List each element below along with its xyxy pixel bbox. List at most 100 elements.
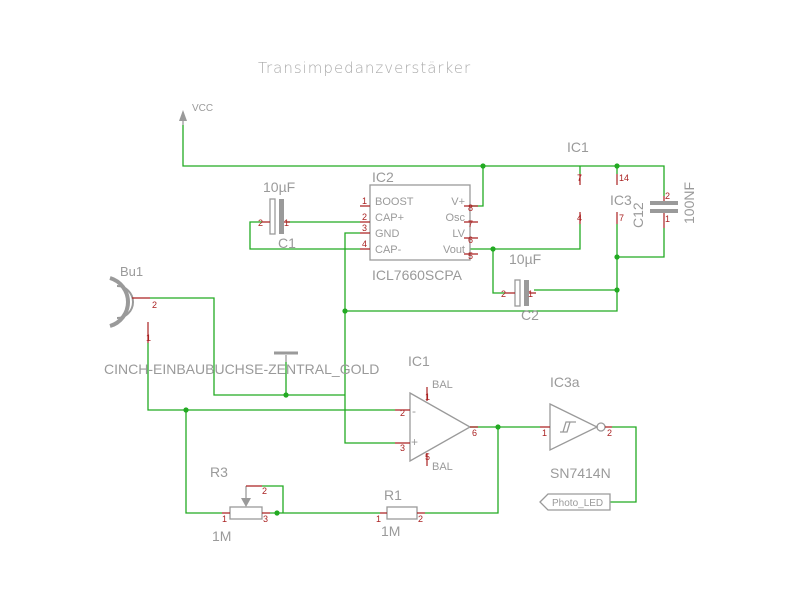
r3-pin-num: 3 bbox=[263, 514, 268, 524]
r3-body bbox=[229, 506, 263, 520]
ic1-power-pin-num: 7 bbox=[577, 173, 582, 183]
ic2-pin-name: CAP+ bbox=[375, 212, 404, 224]
opamp-ref: IC1 bbox=[408, 353, 430, 369]
junction bbox=[490, 246, 496, 252]
wire-schmitt-out bbox=[610, 426, 637, 503]
wire-feedback bbox=[425, 427, 499, 514]
wire-to-r3 bbox=[185, 410, 222, 514]
opamp-pin-num: 6 bbox=[472, 428, 477, 438]
capacitor-c12: 2 1 C12 100NF bbox=[630, 182, 697, 228]
ic2-pin-num: 5 bbox=[468, 251, 473, 261]
c12-pin-num: 1 bbox=[665, 214, 670, 224]
bu1-pin2-number: 2 bbox=[152, 300, 157, 310]
schematic-title: Transimpedanzverstärker bbox=[258, 59, 471, 77]
ic3-power-pin-num: 7 bbox=[619, 213, 624, 223]
c12-value: 100NF bbox=[681, 182, 697, 224]
vcc-label: VCC bbox=[192, 103, 213, 114]
c1-value: 10µF bbox=[263, 179, 295, 195]
ic3-power: 14 7 IC3 bbox=[610, 173, 632, 224]
r3-ref: R3 bbox=[210, 464, 228, 480]
wire-c12-gnd bbox=[617, 228, 665, 258]
c1-plate-open bbox=[269, 198, 276, 235]
vcc-supply: VCC bbox=[179, 103, 213, 125]
c2-plate-open bbox=[514, 279, 521, 307]
r1-pin-num: 2 bbox=[418, 514, 423, 524]
ic2-pin-num: 4 bbox=[362, 239, 367, 249]
ic2-pin-name: CAP- bbox=[375, 244, 402, 256]
capacitor-c1: 2 1 10µF C1 bbox=[258, 179, 296, 251]
opamp-ic1: - + 2 3 6 1 5 BAL BAL IC1 bbox=[395, 353, 478, 473]
junction bbox=[480, 163, 486, 169]
c2-plate-filled bbox=[524, 280, 529, 306]
ic2-pin-num: 3 bbox=[362, 223, 367, 233]
wire-ic2-gnd bbox=[344, 232, 395, 444]
ic2-pin-num: 2 bbox=[362, 212, 367, 222]
schmitt-ic3a: 1 2 IC3a SN7414N bbox=[540, 374, 612, 481]
schmitt-hysteresis-icon bbox=[560, 421, 576, 433]
ic2-pin-name: BOOST bbox=[375, 196, 414, 208]
ic2-value: ICL7660SCPA bbox=[372, 267, 463, 283]
c12-ref: C12 bbox=[630, 202, 646, 228]
opamp-pin-num: 2 bbox=[400, 408, 405, 418]
ic3-power-pin-num: 14 bbox=[619, 173, 629, 183]
c1-pin-num: 2 bbox=[258, 218, 263, 228]
c2-ref: C2 bbox=[521, 307, 539, 323]
connector-bu1: 2 1 Bu1 CINCH-EINBAUBUCHSE-ZENTRAL_GOLD bbox=[104, 264, 379, 377]
vcc-arrow-icon bbox=[179, 110, 187, 121]
ic1-power: 7 4 IC1 bbox=[567, 139, 589, 224]
c2-pin-num: 1 bbox=[528, 289, 533, 299]
wire-bu1-pin2 bbox=[150, 297, 345, 396]
schmitt-ref: IC3a bbox=[550, 374, 580, 390]
ic2-pin-num: 6 bbox=[468, 235, 473, 245]
wire-gnd-rail bbox=[345, 224, 618, 312]
ic2-pin-num: 8 bbox=[468, 203, 473, 213]
ic2-ref: IC2 bbox=[372, 169, 394, 185]
r1-ref: R1 bbox=[384, 487, 402, 503]
wire-vcc-to-ic2-vplus bbox=[470, 166, 484, 207]
net-label-text: Photo_LED bbox=[552, 498, 603, 509]
opamp-pins bbox=[395, 387, 478, 466]
r3-wiper-arrow-icon bbox=[241, 498, 251, 507]
ic2-icl7660: 1 2 3 4 BOOST CAP+ GND CAP- 8 7 6 5 V+ O… bbox=[360, 169, 478, 283]
r3-pins bbox=[222, 485, 270, 514]
junction bbox=[614, 254, 620, 260]
ic2-pin-name: Osc bbox=[445, 212, 465, 224]
ic2-left-pins bbox=[360, 205, 370, 250]
wire-vout-to-ic1-pin4 bbox=[470, 224, 581, 250]
ic2-pin-name: Vout bbox=[443, 244, 465, 256]
cinch-socket-inner bbox=[116, 285, 134, 319]
r1-value: 1M bbox=[381, 523, 400, 539]
opamp-plus: + bbox=[411, 435, 418, 449]
ic1-power-ref: IC1 bbox=[567, 139, 589, 155]
potentiometer-r3: 1 3 2 R3 1M bbox=[210, 464, 270, 544]
ic2-pin-name: V+ bbox=[451, 196, 465, 208]
opamp-bal-top: BAL bbox=[432, 379, 453, 391]
opamp-pin-num: 1 bbox=[425, 392, 430, 402]
opamp-pin-num: 3 bbox=[400, 443, 405, 453]
wire-vout-to-c2 bbox=[492, 249, 505, 294]
ic2-right-pins bbox=[464, 205, 478, 255]
ic2-pin-num: 1 bbox=[362, 196, 367, 206]
opamp-triangle bbox=[409, 391, 472, 463]
junctions bbox=[183, 163, 620, 516]
resistor-r1: 1 2 R1 1M bbox=[376, 487, 425, 539]
schmitt-pin-num: 1 bbox=[542, 428, 547, 438]
r3-value: 1M bbox=[212, 528, 231, 544]
wire-bu1-pin1 bbox=[147, 343, 395, 411]
wire-r3-wiper bbox=[262, 485, 284, 513]
net-label-flag bbox=[539, 493, 611, 511]
c1-pin-num: 1 bbox=[284, 218, 289, 228]
bu1-pin1-number: 1 bbox=[146, 333, 151, 343]
bu1-ref: Bu1 bbox=[120, 264, 143, 279]
wire-c1-pin2 bbox=[249, 221, 360, 250]
junction bbox=[614, 163, 620, 169]
c2-pin-num: 2 bbox=[501, 289, 506, 299]
junction bbox=[614, 287, 620, 293]
capacitor-c2: 2 1 10µF C2 bbox=[501, 251, 541, 323]
junction bbox=[342, 308, 348, 314]
r3-pin-num: 2 bbox=[262, 486, 267, 496]
ic2-pin-name: GND bbox=[375, 228, 400, 240]
ic3-power-ref: IC3 bbox=[610, 192, 632, 208]
c12-plate-top bbox=[650, 201, 678, 205]
